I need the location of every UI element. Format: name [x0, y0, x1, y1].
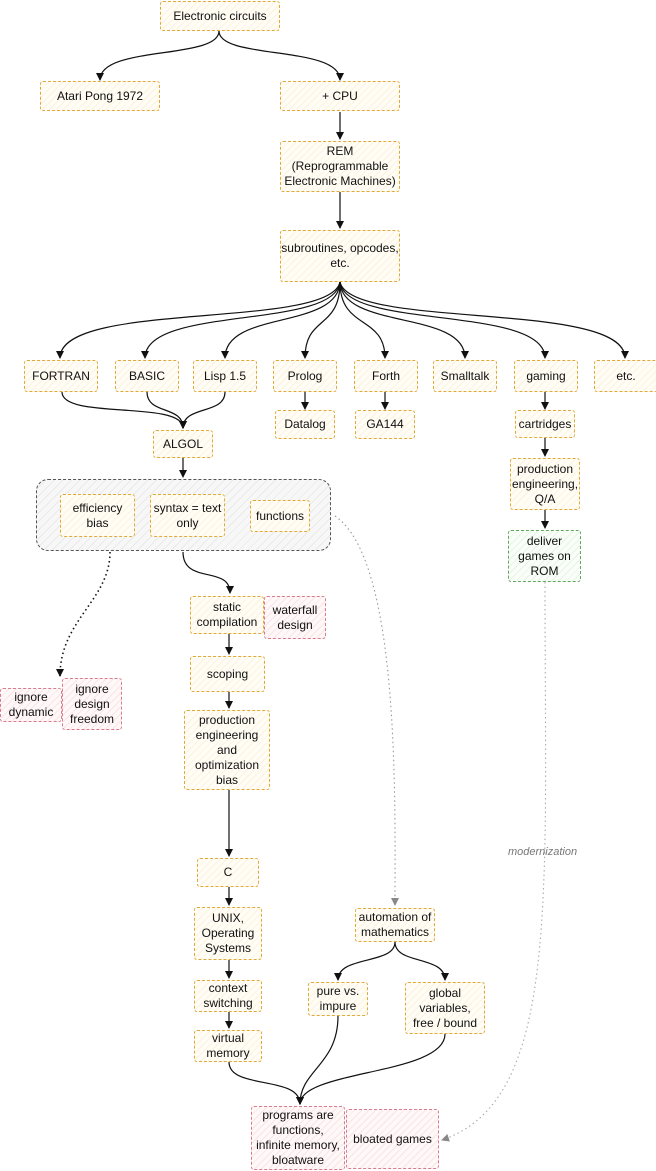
edge-fortran-algol [61, 391, 187, 429]
node-global-vars: global variables, free / bound [405, 982, 485, 1034]
node-gaming: gaming [514, 360, 578, 392]
node-virtual-memory: virtual memory [194, 1030, 262, 1062]
node-cpu: + CPU [280, 81, 400, 111]
node-ga144: GA144 [355, 410, 415, 439]
edge-sub-prolog [301, 281, 341, 359]
node-scoping: scoping [190, 656, 265, 692]
node-unix: UNIX, Operating Systems [194, 907, 262, 960]
edge-rom-bloated [441, 581, 547, 1142]
node-cartridges: cartridges [515, 410, 575, 438]
node-ignore-design-freedom: ignore design freedom [62, 678, 122, 730]
edge-sub-forth [339, 281, 389, 359]
node-rem: REM (Reprogrammable Electronic Machines) [280, 141, 400, 192]
node-production-optimization: production engineering and optimization … [184, 710, 270, 790]
node-efficiency-bias: efficiency bias [60, 494, 135, 537]
node-programs-functions: programs are functions, infinite memory,… [251, 1106, 345, 1170]
node-automation-math: automation of mathematics [355, 908, 435, 942]
node-prolog: Prolog [273, 360, 337, 392]
node-functions: functions [250, 500, 310, 532]
edge-group-ignore [56, 551, 111, 677]
node-fortran: FORTRAN [24, 360, 98, 392]
edge-sub-etc [339, 281, 629, 359]
node-forth: Forth [354, 360, 418, 392]
edge-pure-programs [296, 1015, 339, 1105]
edge-sub-fortran [56, 281, 341, 359]
node-subroutines: subroutines, opcodes, etc. [280, 230, 400, 282]
node-smalltalk: Smalltalk [433, 360, 497, 392]
node-waterfall-design: waterfall design [264, 596, 326, 639]
edge-sub-smalltalk [339, 281, 469, 359]
edge-automation-global [394, 941, 449, 981]
node-context-switching: context switching [194, 980, 262, 1012]
node-algol: ALGOL [153, 430, 213, 458]
node-bloated-games: bloated games [346, 1109, 439, 1169]
edge-automation-pure [334, 941, 396, 981]
edge-global-programs [296, 1033, 446, 1105]
node-syntax-text: syntax = text only [150, 494, 225, 537]
node-datalog: Datalog [275, 410, 335, 439]
node-electronic-circuits: Electronic circuits [160, 1, 280, 31]
node-c: C [197, 858, 259, 887]
edge-sub-basic [141, 281, 341, 359]
edge-circuits-atari [96, 30, 220, 81]
node-basic: BASIC [115, 360, 179, 392]
node-etc: etc. [594, 360, 656, 392]
node-ignore-dynamic: ignore dynamic [0, 688, 62, 722]
node-lisp: Lisp 1.5 [193, 360, 257, 392]
edge-functions-automation [334, 515, 400, 906]
node-atari-pong: Atari Pong 1972 [40, 81, 160, 111]
edge-virtual-programs [228, 1061, 304, 1105]
node-pure-impure: pure vs. impure [308, 982, 368, 1016]
node-deliver-rom: deliver games on ROM [508, 530, 581, 582]
edge-basic-algol [146, 391, 187, 429]
edge-circuits-cpu [218, 30, 344, 81]
edge-sub-lisp [221, 281, 341, 359]
edge-label-modernization: modernization [508, 846, 578, 858]
node-static-compilation: static compilation [190, 596, 264, 634]
node-production-qa: production engineering, Q/A [510, 458, 580, 510]
edge-group-static [182, 551, 234, 594]
edge-sub-gaming [339, 281, 549, 359]
edge-lisp-algol [179, 391, 226, 429]
